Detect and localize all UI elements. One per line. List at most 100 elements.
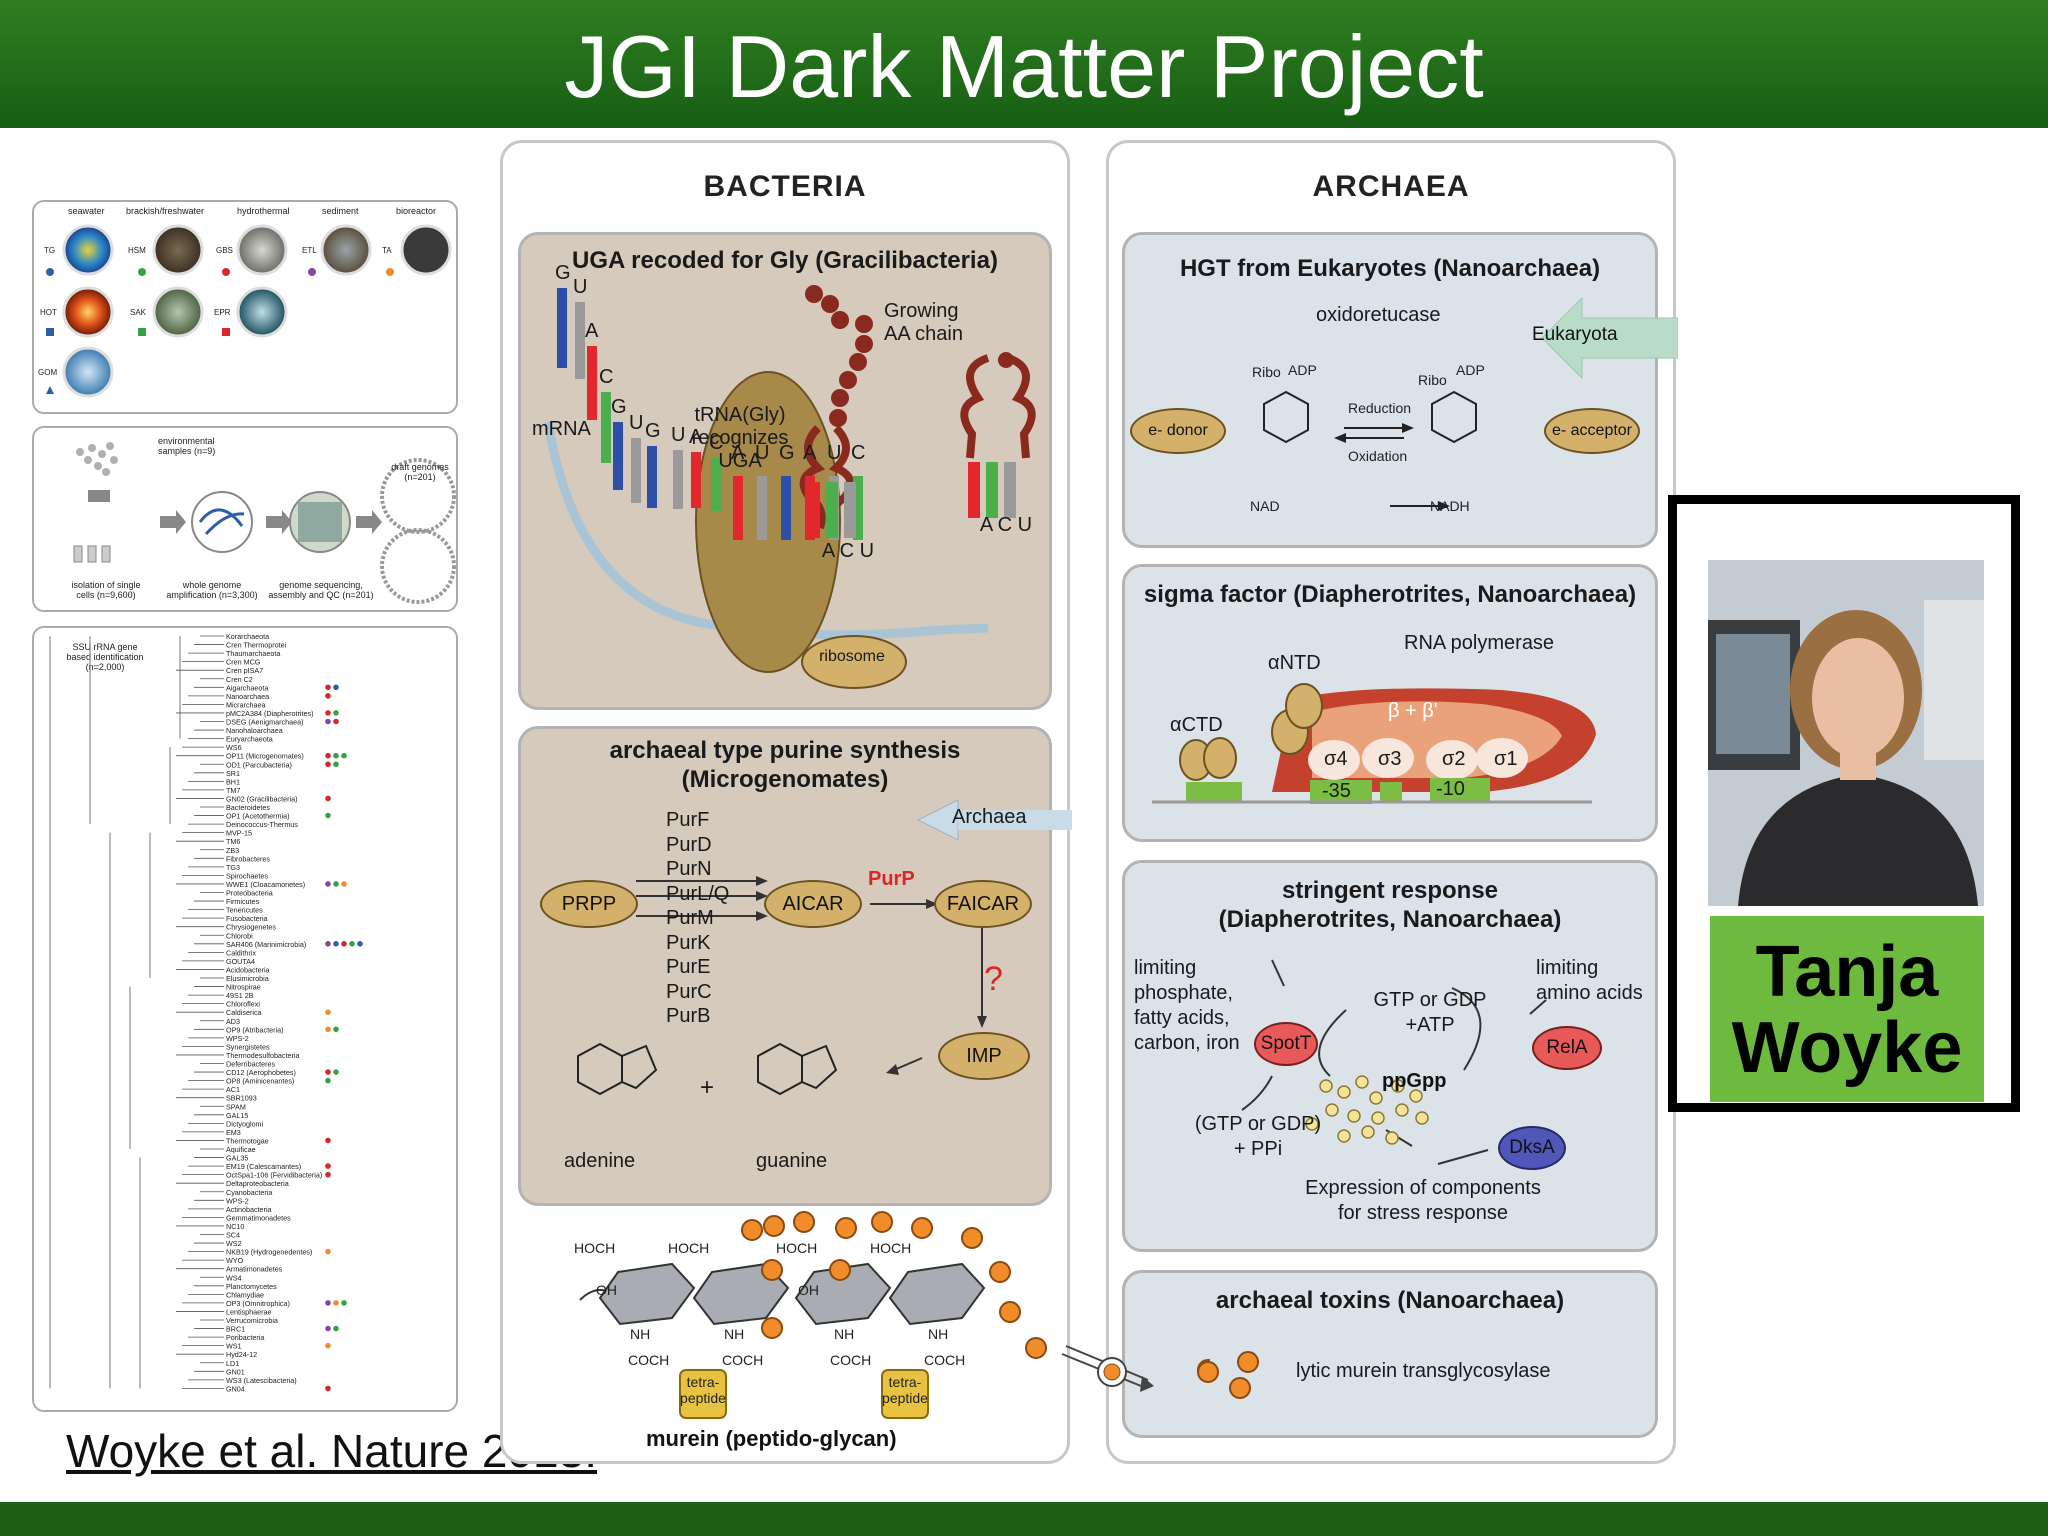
tetrapeptide-label-1: tetra- peptide: [680, 1374, 726, 1406]
taxon-label: WS1: [226, 1342, 242, 1351]
sample-marker: [325, 1171, 331, 1178]
rela-node: RelA: [1532, 1026, 1602, 1070]
anticodon-bar: [826, 482, 838, 538]
svg-text:HOT: HOT: [40, 308, 57, 317]
taxon-label: Bacteroidetes: [226, 803, 270, 812]
taxon-label: Chrysiogenetes: [226, 923, 276, 932]
pipeline-amplification: whole genome amplification (n=3,300): [166, 580, 258, 600]
taxon-label: Spirochaetes: [226, 871, 268, 880]
taxon-label: NC10: [226, 1222, 244, 1231]
sample-marker: [325, 710, 331, 716]
taxon-label: TM7: [226, 786, 240, 795]
taxon-label: CD12 (Aerophobetes): [226, 1068, 296, 1077]
nucleotide-bar: [587, 346, 597, 420]
ribosome-codon-letter: U: [755, 442, 770, 464]
murein-hoch2-4: HOCH: [870, 1240, 912, 1256]
ribo-label-2: Ribo: [1418, 372, 1447, 388]
ppgpp-label: ppGpp: [1382, 1070, 1447, 1092]
taxon-label: Aquificae: [226, 1145, 256, 1154]
sample-marker: [325, 812, 331, 819]
taxon-label: Chlorobi: [226, 931, 253, 940]
nucleotide-bar: [673, 450, 683, 509]
codon-letter: G: [611, 396, 627, 418]
codon-letter: U: [629, 412, 644, 434]
sample-marker: [341, 941, 347, 947]
sample-marker: [333, 684, 339, 691]
taxon-label: Synergistetes: [226, 1042, 270, 1051]
murein-structure: [579, 1211, 1047, 1419]
taxon-label: Fibrobacteres: [226, 854, 270, 863]
tetrapeptide-label-2: tetra- peptide: [882, 1374, 928, 1406]
svg-text:TG: TG: [44, 246, 55, 255]
taxon-label: Chlamydiae: [226, 1290, 264, 1299]
ribosome-codon-letter: A: [803, 442, 817, 464]
taxon-label: Verrucomicrobia: [226, 1316, 278, 1325]
ribo-label-1: Ribo: [1252, 364, 1281, 380]
taxon-label: EM19 (Calescamantes): [226, 1162, 301, 1171]
pur-gene: PurC: [666, 980, 712, 1003]
taxon-label: Lentisphaerae: [226, 1307, 272, 1316]
limiting-nutrients-label: limiting phosphate, fatty acids, carbon,…: [1134, 957, 1240, 1054]
taxon-label: WYO: [226, 1256, 244, 1265]
svg-text:GBS: GBS: [216, 246, 233, 255]
pipeline-graphics: [73, 442, 456, 604]
person-last-name: Woyke: [1731, 1008, 1963, 1088]
sample-marker: [341, 752, 347, 759]
reduction-label: Reduction: [1348, 400, 1412, 416]
e-acceptor-node: e- acceptor: [1544, 408, 1640, 454]
codon-letter: C: [599, 366, 614, 388]
pur-gene: PurB: [666, 1005, 711, 1027]
sample-marker: [325, 881, 331, 887]
murein-nh-4: NH: [928, 1326, 949, 1342]
title-bar: [0, 0, 2048, 128]
sample-marker: [325, 1137, 331, 1144]
taxon-label: GOUTA4: [226, 957, 255, 966]
taxon-label: WS3 (Latescibacteria): [226, 1376, 297, 1385]
faicar-node: FAICAR: [934, 880, 1032, 928]
guanine-label: guanine: [756, 1150, 828, 1172]
minus10-label: -10: [1436, 778, 1465, 800]
murein-hoch2-1: HOCH: [574, 1240, 616, 1256]
sigma-region-label: σ4: [1324, 748, 1348, 770]
sample-marker: [325, 1077, 331, 1084]
taxon-label: LD1: [226, 1359, 239, 1368]
sample-marker: [333, 1300, 339, 1306]
svg-text:EPR: EPR: [214, 308, 231, 317]
codon-letter: U: [671, 424, 686, 446]
sample-marker: [357, 941, 363, 947]
taxon-label: Korarchaeota: [226, 632, 269, 641]
taxon-label: NKB19 (Hydrogenedentes): [226, 1248, 312, 1257]
murein-label: murein (peptido-glycan): [646, 1426, 897, 1451]
taxon-label: WS6: [226, 743, 242, 752]
ribosome-nucleotide-bar: [781, 476, 791, 540]
unknown-step-label: ?: [984, 960, 1003, 998]
taxon-label: BH1: [226, 777, 240, 786]
nucleotide-bar: [557, 288, 567, 368]
taxon-label: WWE1 (Cloacamonetes): [226, 880, 305, 889]
ribosome-codon-letter: G: [779, 442, 795, 464]
ribosome-nucleotide-bar: [757, 476, 767, 540]
taxon-label: SR1: [226, 769, 240, 778]
taxon-label: GAL35: [226, 1154, 248, 1163]
taxon-label: Gemmatimonadetes: [226, 1213, 291, 1222]
free-trna-bar: [1004, 462, 1016, 518]
sample-marker: [349, 941, 355, 947]
murein-coch3-2: COCH: [722, 1352, 764, 1368]
sample-marker: [333, 1325, 339, 1332]
taxon-label: SPAM: [226, 1102, 246, 1111]
env-label-seawater: seawater: [68, 206, 105, 216]
taxon-label: Nitrospirae: [226, 983, 261, 992]
sample-site-images: TG HSM GBS ETL TA HOT SAK EPR GOM: [38, 224, 452, 398]
aicar-node: AICAR: [764, 880, 862, 928]
taxon-label: Chloroflexi: [226, 1000, 260, 1009]
pipeline-isolation: isolation of single cells (n=9,600): [71, 580, 141, 600]
codon-letter: A: [585, 320, 599, 342]
sigma-title: sigma factor (Diapherotrites, Nanoarchae…: [1143, 581, 1637, 608]
taxon-label: SC4: [226, 1231, 240, 1240]
svg-text:HSM: HSM: [128, 246, 146, 255]
anticodon-bar: [808, 482, 820, 538]
trna-label: tRNA(Gly) recognizes UGA: [691, 404, 789, 472]
alpha-ntd-label: αNTD: [1268, 652, 1321, 674]
prpp-node: PRPP: [540, 880, 638, 928]
spot-node: SpotT: [1254, 1022, 1318, 1066]
